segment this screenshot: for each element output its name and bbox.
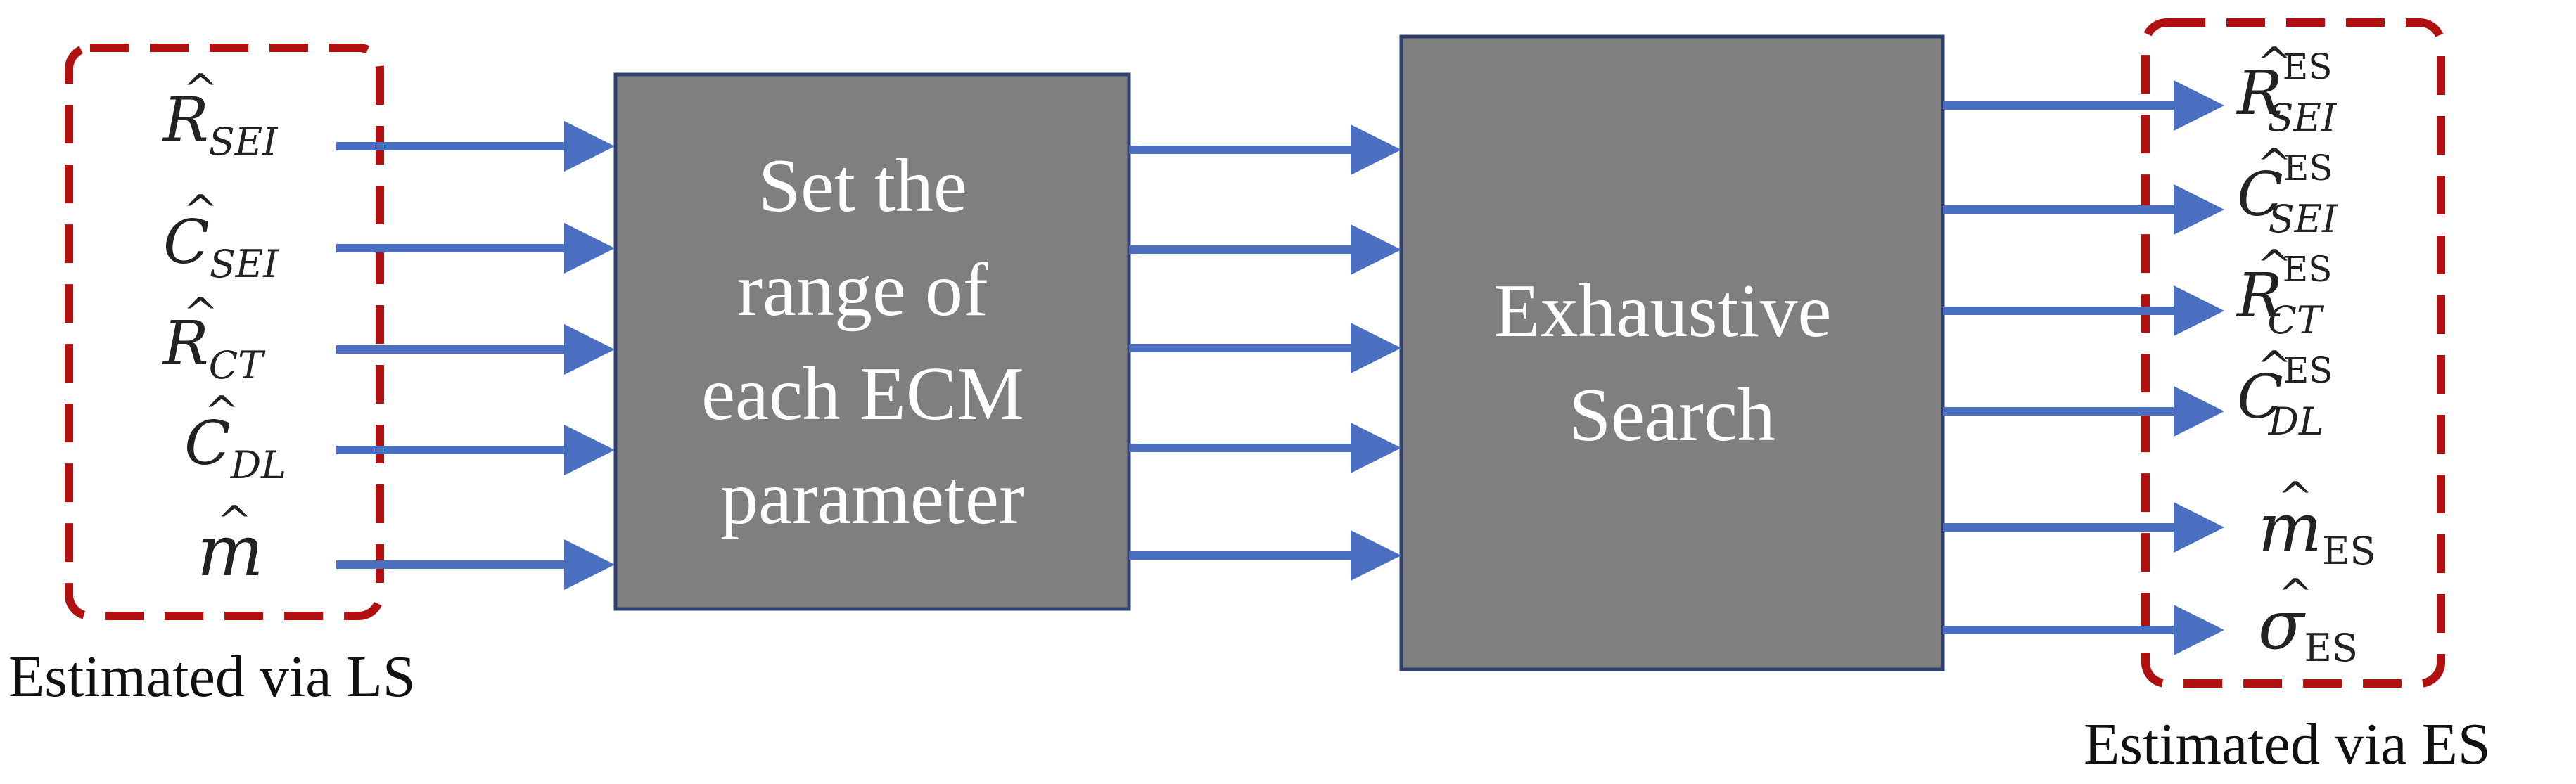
input-arrows (336, 121, 615, 590)
es-label-r-sei-sup: ES (2283, 46, 2333, 87)
es-label-c-dl-base: C (2237, 362, 2283, 432)
es-label-c-sei-sup: ES (2283, 148, 2333, 188)
hat-icon: ^ (183, 65, 218, 115)
ls-label-r-sei: RSEI (162, 85, 279, 164)
ls-label-r-ct: RCT (162, 309, 266, 387)
es-label-c-dl-sup: ES (2283, 350, 2333, 391)
es-label-c-sei-base: C (2237, 160, 2283, 230)
hat-icon: ^ (2257, 140, 2292, 189)
es-label-r-ct: RES CT (2236, 249, 2333, 342)
set-range-line-4: parameter (720, 456, 1024, 540)
set-range-line-2: range of (737, 248, 988, 332)
hat-icon: ^ (204, 387, 239, 437)
hat-icon: ^ (217, 497, 252, 546)
es-label-r-sei-sub: SEI (2268, 96, 2338, 140)
es-label-r-ct-sub: CT (2268, 298, 2325, 342)
es-estimates-dashed-box (2141, 18, 2445, 688)
hat-icon: ^ (2278, 570, 2313, 619)
es-label-sigma-sub: ES (2304, 626, 2358, 670)
ls-label-r-ct-base: R (162, 309, 209, 379)
set-range-box (613, 72, 1131, 611)
ls-label-r-sei-base: R (162, 85, 209, 155)
hat-icon: ^ (2278, 473, 2313, 522)
es-label-r-ct-base: R (2236, 261, 2283, 331)
es-label-c-dl: CES DL (2237, 350, 2333, 444)
es-label-m-sub: ES (2322, 529, 2376, 573)
set-range-line-3: each ECM (701, 352, 1024, 436)
es-label-sigma: σES (2258, 586, 2358, 670)
set-range-line-1: Set the (758, 144, 967, 228)
es-label-c-sei-sub: SEI (2269, 197, 2338, 241)
es-label-c-sei: CES SEI (2237, 148, 2338, 241)
ls-label-c-dl-sub: DL (230, 443, 286, 487)
range-arrows (1129, 124, 1401, 581)
exhaustive-search-box-label: Exhaustive Search (1494, 269, 1851, 457)
es-label-r-sei: RES SEI (2236, 46, 2338, 140)
ls-caption: Estimated via LS (8, 644, 416, 709)
hat-icon: ^ (183, 289, 218, 338)
hat-icon: ^ (2257, 39, 2292, 88)
es-label-r-sei-base: R (2236, 58, 2283, 129)
exhaustive-search-line-1: Exhaustive (1494, 269, 1832, 353)
ls-label-c-dl: CDL (184, 409, 286, 487)
ls-label-c-sei-sub: SEI (210, 242, 279, 286)
es-label-c-dl-sub: DL (2268, 399, 2324, 444)
hat-icon: ^ (2257, 241, 2292, 290)
hat-icon: ^ (183, 186, 218, 236)
ls-label-c-sei: CSEI (163, 207, 279, 286)
ls-estimate-labels: RSEI CSEI RCT CDL m ^ ^ ^ ^ ^ (162, 65, 286, 592)
exhaustive-search-line-2: Search (1569, 373, 1775, 457)
es-label-r-ct-sup: ES (2283, 249, 2333, 290)
es-label-m-base: m (2258, 489, 2322, 567)
ls-estimates-dashed-box (65, 44, 384, 620)
ls-label-c-dl-base: C (184, 409, 231, 479)
es-caption: Estimated via ES (2084, 712, 2491, 777)
output-arrows (1943, 80, 2224, 655)
set-range-box-label: Set the range of each ECM parameter (701, 144, 1043, 540)
es-label-m: mES (2258, 489, 2376, 573)
hat-icon: ^ (2257, 342, 2292, 392)
es-label-sigma-base: σ (2258, 586, 2306, 664)
ls-label-c-sei-base: C (163, 207, 210, 278)
ls-label-m: m (197, 510, 264, 592)
exhaustive-search-box (1399, 34, 1945, 671)
ls-label-r-ct-sub: CT (209, 343, 266, 387)
ls-label-r-sei-sub: SEI (209, 120, 279, 164)
ls-label-m-base: m (197, 510, 264, 592)
